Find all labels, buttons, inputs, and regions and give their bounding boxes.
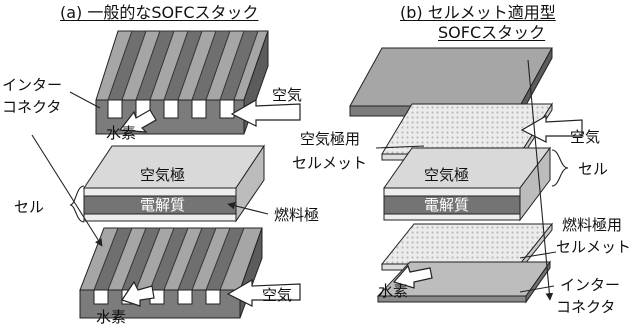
title-b-line1: (b) セルメット適用型 (400, 3, 556, 22)
a-air-label-top: 空気 (272, 86, 303, 104)
a-hydrogen-label-top: 水素 (106, 124, 137, 142)
a-interconnector-leader-bottom (31, 134, 103, 247)
b-air-cellmet-leader (375, 145, 425, 149)
a-hydrogen-arrow-bottom (121, 280, 155, 307)
a-interconnector-leader (69, 91, 101, 109)
b-fuel-cellmet-label-line1: 燃料極用 (562, 216, 623, 234)
b-electrolyte-label: 電解質 (424, 196, 470, 214)
b-hydrogen-label: 水素 (378, 282, 409, 300)
a-hydrogen-label-bottom: 水素 (96, 308, 127, 326)
a-air-electrode-label: 空気極 (140, 166, 186, 184)
b-cell-brace (551, 149, 569, 187)
a-air-arrow-top (230, 98, 301, 127)
b-air-cellmet-label-line1: 空気極用 (300, 130, 361, 148)
b-fuel-cellmet-label-line2: セルメット (556, 238, 632, 256)
a-cell (83, 144, 265, 223)
a-hydrogen-arrow-top (118, 109, 157, 133)
a-air-label-bottom: 空気 (262, 286, 293, 304)
a-cell-label: セル (14, 198, 45, 216)
a-electrolyte-label: 電解質 (140, 196, 186, 214)
b-air-cellmet-label-line2: セルメット (292, 154, 368, 172)
a-interconnector-label-line2: コネクタ (2, 98, 62, 116)
b-cell-label: セル (578, 160, 609, 178)
b-air-electrode-label: 空気極 (424, 166, 470, 184)
b-hydrogen-arrow (392, 264, 433, 289)
a-bottom-interconnector (79, 227, 263, 319)
b-interconnector-label-line1: インター (560, 276, 621, 294)
title-b-line2: SOFCスタック (438, 23, 546, 42)
b-interconnector-leader-long (527, 59, 554, 301)
a-fuel-electrode-leader (227, 201, 269, 215)
a-air-arrow-bottom (226, 278, 301, 307)
a-cell-brace (69, 185, 85, 223)
b-air-arrow (520, 114, 583, 143)
b-fuel-cellmet-leader (519, 251, 557, 259)
b-air-label: 空気 (570, 128, 601, 146)
a-fuel-electrode-label: 燃料極 (274, 206, 320, 224)
b-cell (383, 146, 551, 222)
b-interconnector-label-line2: コネクタ (556, 298, 616, 316)
b-bottom-interconnector (376, 260, 551, 304)
a-interconnector-label-line1: インター (2, 76, 63, 94)
title-a: (a) 一般的なSOFCスタック (60, 3, 259, 22)
